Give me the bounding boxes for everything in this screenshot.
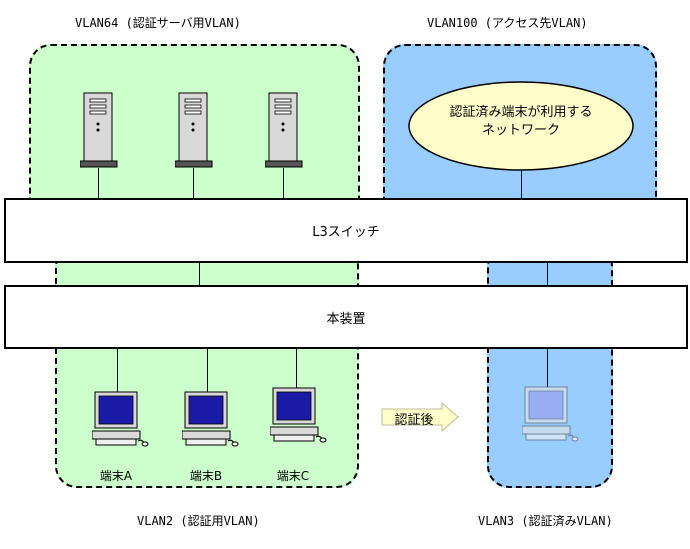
- server-icon: [265, 92, 303, 168]
- network-cloud-line1: 認証済み端末が利用する: [449, 105, 593, 120]
- l3-switch: L3スイッチ: [4, 198, 688, 263]
- arrow-label: 認証後: [394, 413, 434, 428]
- link-terminal-b: [207, 347, 208, 392]
- terminal-a-label: 端末A: [99, 469, 133, 483]
- vlan100-label: VLAN100 (アクセス先VLAN): [427, 16, 588, 30]
- vlan64-label: VLAN64 (認証サーバ用VLAN): [75, 16, 241, 30]
- link-terminal-c: [296, 347, 297, 389]
- l3-switch-label: L3スイッチ: [312, 225, 380, 240]
- pc-icon: [182, 391, 239, 447]
- vlan3-label: VLAN3 (認証済みVLAN): [478, 514, 613, 528]
- device-bar: 本装置: [4, 285, 688, 349]
- link-server3: [283, 168, 284, 198]
- link-l3-device: [199, 261, 200, 286]
- server-icon: [175, 92, 213, 168]
- link-l3-vlan3: [547, 261, 548, 286]
- link-server1: [98, 168, 99, 198]
- vlan2-label: VLAN2 (認証用VLAN): [137, 514, 260, 528]
- arrow-right-icon: [381, 401, 459, 433]
- pc-icon: [270, 387, 327, 443]
- vlan3-zone: [487, 244, 613, 488]
- terminal-b-label: 端末B: [189, 469, 223, 483]
- network-cloud-line2: ネットワーク: [481, 123, 560, 138]
- pc-authenticated-icon: [522, 386, 579, 442]
- link-cloud: [521, 170, 522, 198]
- link-terminal-vlan3: [547, 347, 548, 387]
- device-label: 本装置: [326, 311, 366, 327]
- server-icon: [80, 92, 118, 168]
- link-server2: [193, 168, 194, 198]
- terminal-c-label: 端末C: [276, 469, 310, 483]
- link-terminal-a: [117, 347, 118, 392]
- pc-icon: [92, 391, 149, 447]
